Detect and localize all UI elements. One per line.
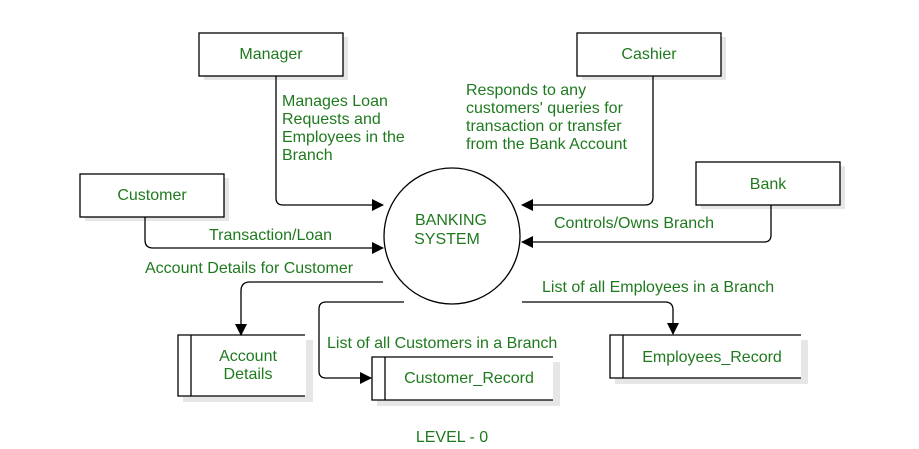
account-details-flow-label: Account Details for Customer: [145, 260, 354, 277]
bank-label: Bank: [750, 176, 787, 193]
banking-system-process[interactable]: BANKING SYSTEM: [383, 167, 521, 305]
manager-flow-label-line-1: Manages Loan: [282, 93, 388, 110]
bank-entity[interactable]: Bank: [695, 161, 845, 209]
customer-entity[interactable]: Customer: [79, 173, 229, 221]
customer-record-label: Customer_Record: [404, 370, 534, 387]
employees-record-flow-label: List of all Employees in a Branch: [542, 279, 774, 296]
manager-flow-label-line-2: Requests and: [282, 111, 381, 128]
employees-record-store[interactable]: Employees_Record: [609, 334, 808, 384]
manager-entity[interactable]: Manager: [198, 32, 348, 80]
manager-to-system-flow: [275, 76, 384, 211]
cashier-entity[interactable]: Cashier: [576, 32, 726, 80]
account-details-label-line-1: Account: [219, 348, 277, 365]
system-to-account-details-flow: [235, 281, 383, 336]
system-to-customer-record-flow: [318, 301, 404, 384]
manager-flow-label-line-4: Branch: [282, 147, 333, 164]
account-details-label-line-2: Details: [224, 366, 273, 383]
cashier-flow-label-line-2: customers' queries for: [466, 100, 624, 117]
process-label-line-1: BANKING: [415, 212, 487, 229]
customer-to-system-flow: [144, 217, 384, 254]
customer-record-store[interactable]: Customer_Record: [371, 356, 560, 406]
level-label: LEVEL - 0: [416, 429, 488, 446]
cashier-flow-label-line-1: Responds to any: [466, 82, 586, 99]
bank-flow-label: Controls/Owns Branch: [554, 215, 714, 232]
manager-flow-label-line-3: Employees in the: [282, 129, 405, 146]
employees-record-label: Employees_Record: [642, 349, 782, 366]
cashier-flow-label: Responds to any customers' queries for t…: [466, 82, 628, 153]
customer-flow-label: Transaction/Loan: [209, 227, 332, 244]
manager-flow-label: Manages Loan Requests and Employees in t…: [282, 93, 405, 164]
cashier-label: Cashier: [621, 46, 677, 63]
cashier-flow-label-line-3: transaction or transfer: [466, 118, 622, 135]
cashier-to-system-flow: [521, 76, 654, 211]
customer-label: Customer: [117, 187, 187, 204]
process-label-line-2: SYSTEM: [414, 231, 480, 248]
cashier-flow-label-line-4: from the Bank Account: [466, 136, 628, 153]
bank-to-system-flow: [521, 205, 772, 248]
customer-record-flow-label: List of all Customers in a Branch: [327, 335, 557, 352]
system-to-employees-record-flow: [522, 301, 679, 335]
manager-label: Manager: [239, 46, 303, 63]
account-details-store[interactable]: Account Details: [177, 334, 313, 402]
